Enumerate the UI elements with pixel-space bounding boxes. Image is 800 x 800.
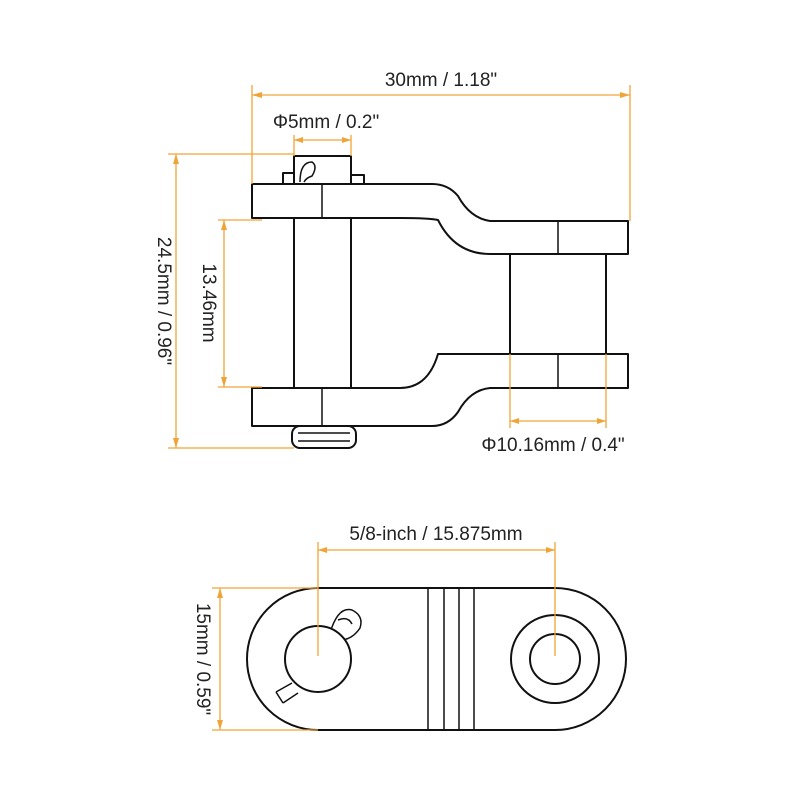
cotter-pin-leg xyxy=(275,682,293,693)
top-view xyxy=(251,155,629,449)
cotter-pin-loop-side xyxy=(329,608,362,641)
cotter-pin-end xyxy=(350,174,365,185)
dimension-pin-diameter: Φ5mm / 0.2" xyxy=(273,112,379,156)
cotter-pin-leg xyxy=(282,692,299,704)
overall-height-label: 24.5mm / 0.96" xyxy=(153,237,174,365)
roller-diameter-label: Φ10.16mm / 0.4" xyxy=(481,435,624,456)
overall-length-label: 30mm / 1.18" xyxy=(385,70,497,91)
dimension-plate-height: 15mm / 0.59" xyxy=(192,587,318,731)
dimension-overall-height: 24.5mm / 0.96" xyxy=(153,153,294,449)
dimension-inner-width: 13.46mm xyxy=(198,219,262,388)
side-view xyxy=(246,587,627,731)
cotter-pin-end xyxy=(282,172,295,185)
cotter-pin-loop-inner xyxy=(337,617,353,625)
bottom-side-plate xyxy=(251,353,629,427)
inner-width-label: 13.46mm xyxy=(198,263,219,342)
pin-bottom-head xyxy=(291,425,357,449)
dimension-pitch: 5/8-inch / 15.875mm xyxy=(317,524,556,656)
pin-diameter-label: Φ5mm / 0.2" xyxy=(273,112,379,133)
dimension-overall-length: 30mm / 1.18" xyxy=(251,70,631,221)
pin-head xyxy=(293,155,352,185)
cotter-pin-leg-end xyxy=(275,691,284,704)
roller xyxy=(509,253,607,355)
cotter-pin-loop xyxy=(299,161,316,183)
plate-height-label: 15mm / 0.59" xyxy=(192,603,213,715)
dimension-roller-diameter: Φ10.16mm / 0.4" xyxy=(481,354,625,456)
pin-body xyxy=(293,217,352,389)
pitch-label: 5/8-inch / 15.875mm xyxy=(349,524,522,545)
